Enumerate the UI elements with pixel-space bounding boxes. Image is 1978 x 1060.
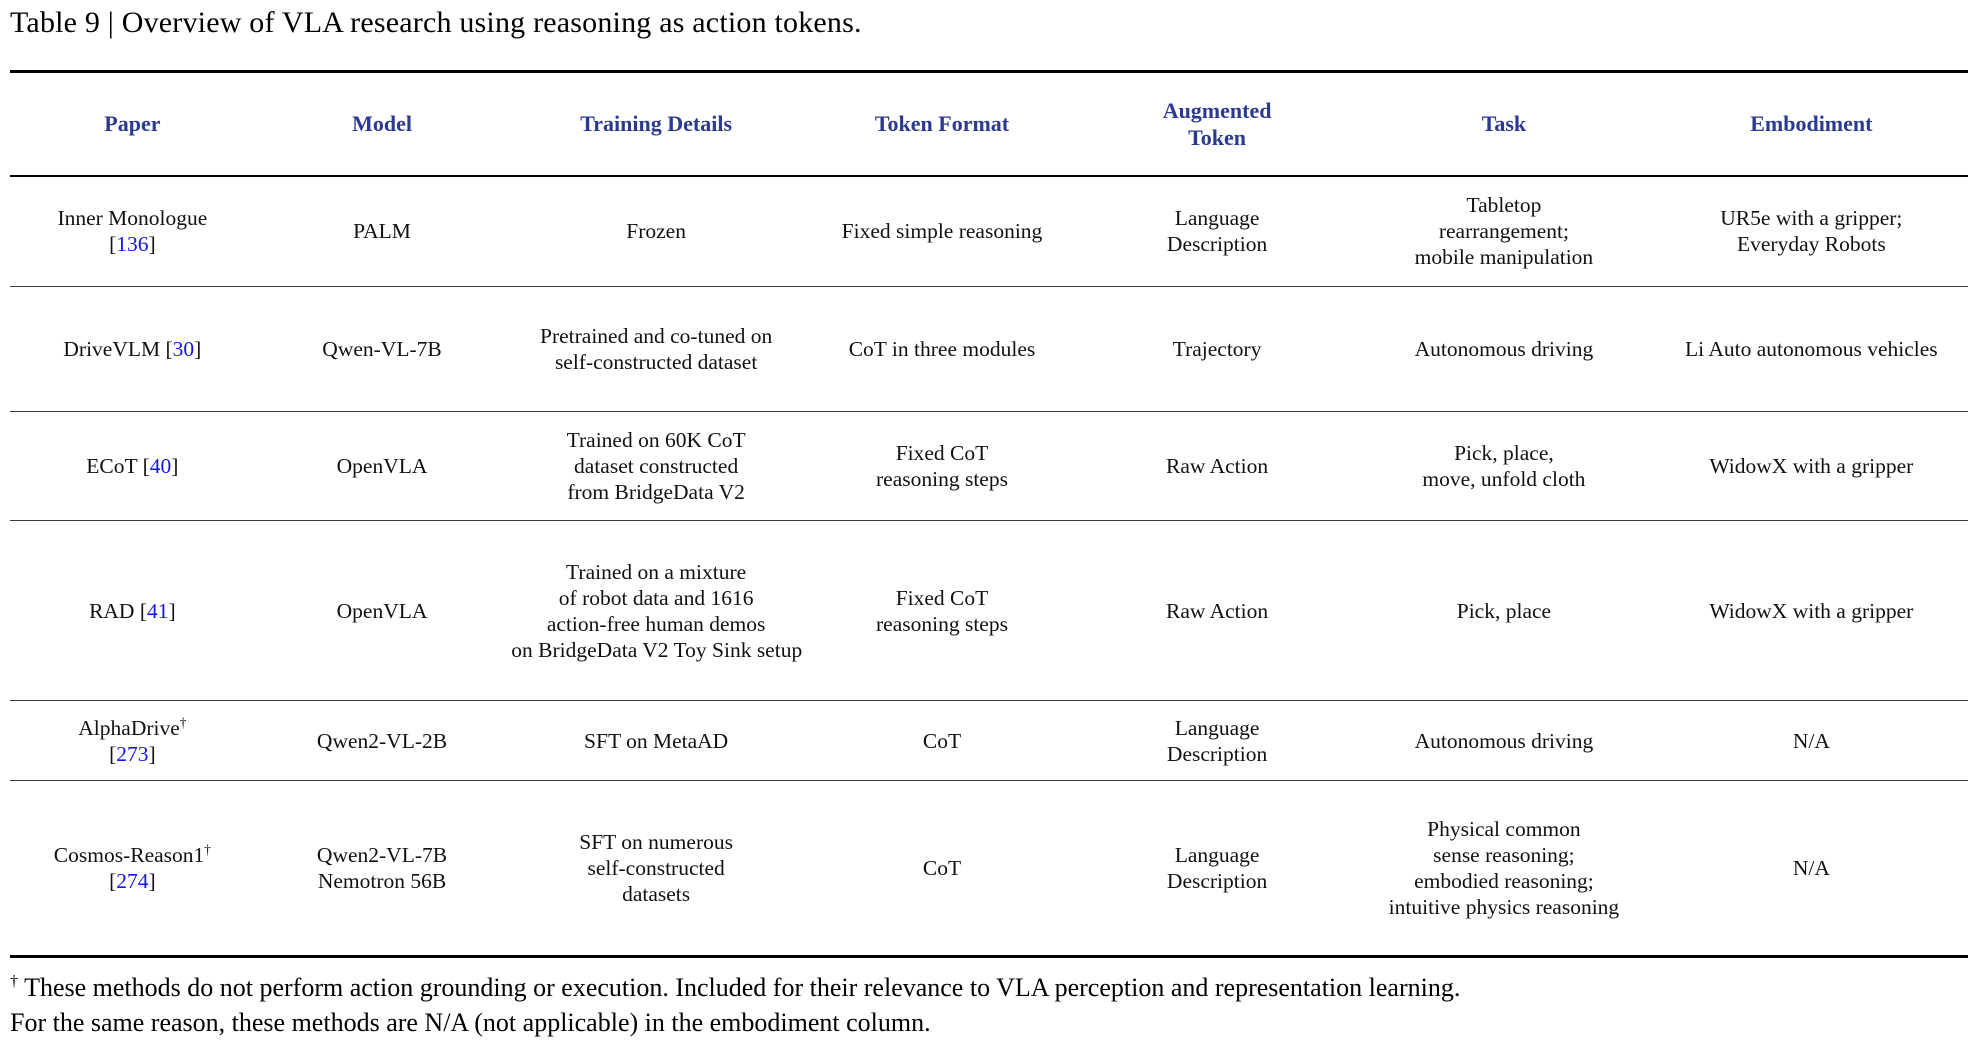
cell-paper: ECoT [40] [10,412,255,521]
paper-name: DriveVLM [63,337,161,361]
column-header-paper: Paper [104,111,161,137]
cell-paper: DriveVLM [30] [10,287,255,412]
paper-name: Cosmos-Reason1 [53,843,205,867]
cell-task: Autonomous driving [1414,337,1594,361]
column-header-training-details: Training Details [580,111,732,137]
table-row: DriveVLM [30] Qwen-VL-7B Pretrained and co… [10,287,1968,412]
cell-embodiment: WidowX with a gripper [1709,598,1914,623]
cell-token-format: CoT in three modules [848,337,1036,361]
dagger-mark: † [179,714,187,730]
cell-augmented-token: Raw Action [1166,454,1269,478]
cell-augmented-token: Language Description [1166,843,1268,893]
column-header-token-format: Token Format [874,111,1010,137]
cell-augmented-token: Language Description [1166,206,1268,257]
cell-training-details: SFT on MetaAD [584,728,729,753]
cell-paper: AlphaDrive† [273] [10,701,255,781]
citation-bracket: [273] [109,741,156,766]
footnote-line-1: † These methods do not perform action gro… [10,970,1968,1005]
cell-model: OpenVLA [336,598,428,623]
cell-token-format: Fixed CoT reasoning steps [876,441,1008,491]
citation-bracket: [30] [165,337,202,361]
table-row: Cosmos-Reason1† [274] Qwen2-VL-7B Nemotron… [10,781,1968,957]
cell-embodiment: N/A [1792,856,1830,880]
cell-paper: RAD [41] [10,521,255,701]
cell-model: Qwen-VL-7B [322,337,442,361]
paper-name: Inner Monologue [57,206,208,231]
cell-augmented-token: Trajectory [1172,337,1262,361]
citation-link[interactable]: 274 [116,869,149,893]
cell-training-details: Frozen [626,219,686,244]
citation-link[interactable]: 30 [172,337,195,361]
table-caption: Table 9 | Overview of VLA research using… [10,6,862,39]
citation-link[interactable]: 273 [116,741,149,766]
column-header-task: Task [1481,111,1527,137]
cell-model: PALM [353,219,411,244]
footnote-line-2: For the same reason, these methods are N… [10,1008,931,1037]
column-header-model: Model [352,111,412,137]
table-footnote: † These methods do not perform action gro… [10,970,1968,1040]
column-header-augmented-token: Augmented Token [1162,97,1272,150]
cell-token-format: Fixed simple reasoning [841,219,1043,244]
citation-link[interactable]: 40 [149,454,172,478]
cell-training-details: Trained on a mixture of robot data and 1… [511,559,803,662]
table-row: RAD [41] OpenVLA Trained on a mixture of r… [10,521,1968,701]
table-row: AlphaDrive† [273] Qwen2-VL-2B SFT on MetaAD… [10,701,1968,781]
cell-training-details: Trained on 60K CoT dataset constructed f… [566,428,746,504]
cell-embodiment: N/A [1792,728,1830,753]
paper-name: ECoT [86,454,138,478]
citation-bracket: [41] [139,598,176,623]
table-row: ECoT [40] OpenVLA Trained on 60K CoT datas… [10,412,1968,521]
cell-task: Physical common sense reasoning; embodie… [1388,817,1620,919]
cell-paper: Cosmos-Reason1† [274] [10,781,255,957]
citation-bracket: [40] [142,454,179,478]
cell-token-format: CoT [922,728,962,753]
cell-embodiment: WidowX with a gripper [1709,454,1914,478]
cell-token-format: CoT [922,856,962,880]
citation-link[interactable]: 41 [147,598,169,623]
citation-link[interactable]: 136 [116,232,149,257]
column-header-embodiment: Embodiment [1750,111,1873,137]
cell-model: OpenVLA [336,454,428,478]
cell-embodiment: Li Auto autonomous vehicles [1685,337,1938,361]
table-head: Paper Model Training Details Token Format Au… [10,72,1968,176]
cell-token-format: Fixed CoT reasoning steps [876,585,1008,636]
citation-bracket: [136] [109,232,156,257]
footnote-text-1: These methods do not perform action grou… [24,973,1461,1002]
cell-task: Pick, place, move, unfold cloth [1422,441,1586,491]
cell-model: Qwen2-VL-7B Nemotron 56B [316,843,448,893]
cell-model: Qwen2-VL-2B [316,728,448,753]
paper-name: AlphaDrive [78,715,180,740]
dagger-mark: † [204,841,211,857]
table-body: Inner Monologue[136] PALM Frozen Fixed simp… [10,176,1968,957]
table-header-row: Paper Model Training Details Token Format Au… [10,72,1968,176]
cell-augmented-token: Raw Action [1166,598,1269,623]
cell-training-details: SFT on numerous self-constructed dataset… [579,830,733,906]
cell-task: Autonomous driving [1414,728,1594,753]
cell-paper: Inner Monologue[136] [10,176,255,287]
citation-bracket: [274] [109,869,156,893]
table-row: Inner Monologue[136] PALM Frozen Fixed simp… [10,176,1968,287]
cell-task: Pick, place [1456,598,1552,623]
cell-task: Tabletop rearrangement; mobile manipulat… [1414,193,1594,270]
paper-name: RAD [89,598,135,623]
cell-training-details: Pretrained and co-tuned on self-construc… [540,324,773,374]
cell-augmented-token: Language Description [1166,715,1268,766]
dagger-symbol: † [10,973,19,991]
cell-embodiment: UR5e with a gripper; Everyday Robots [1720,206,1903,257]
